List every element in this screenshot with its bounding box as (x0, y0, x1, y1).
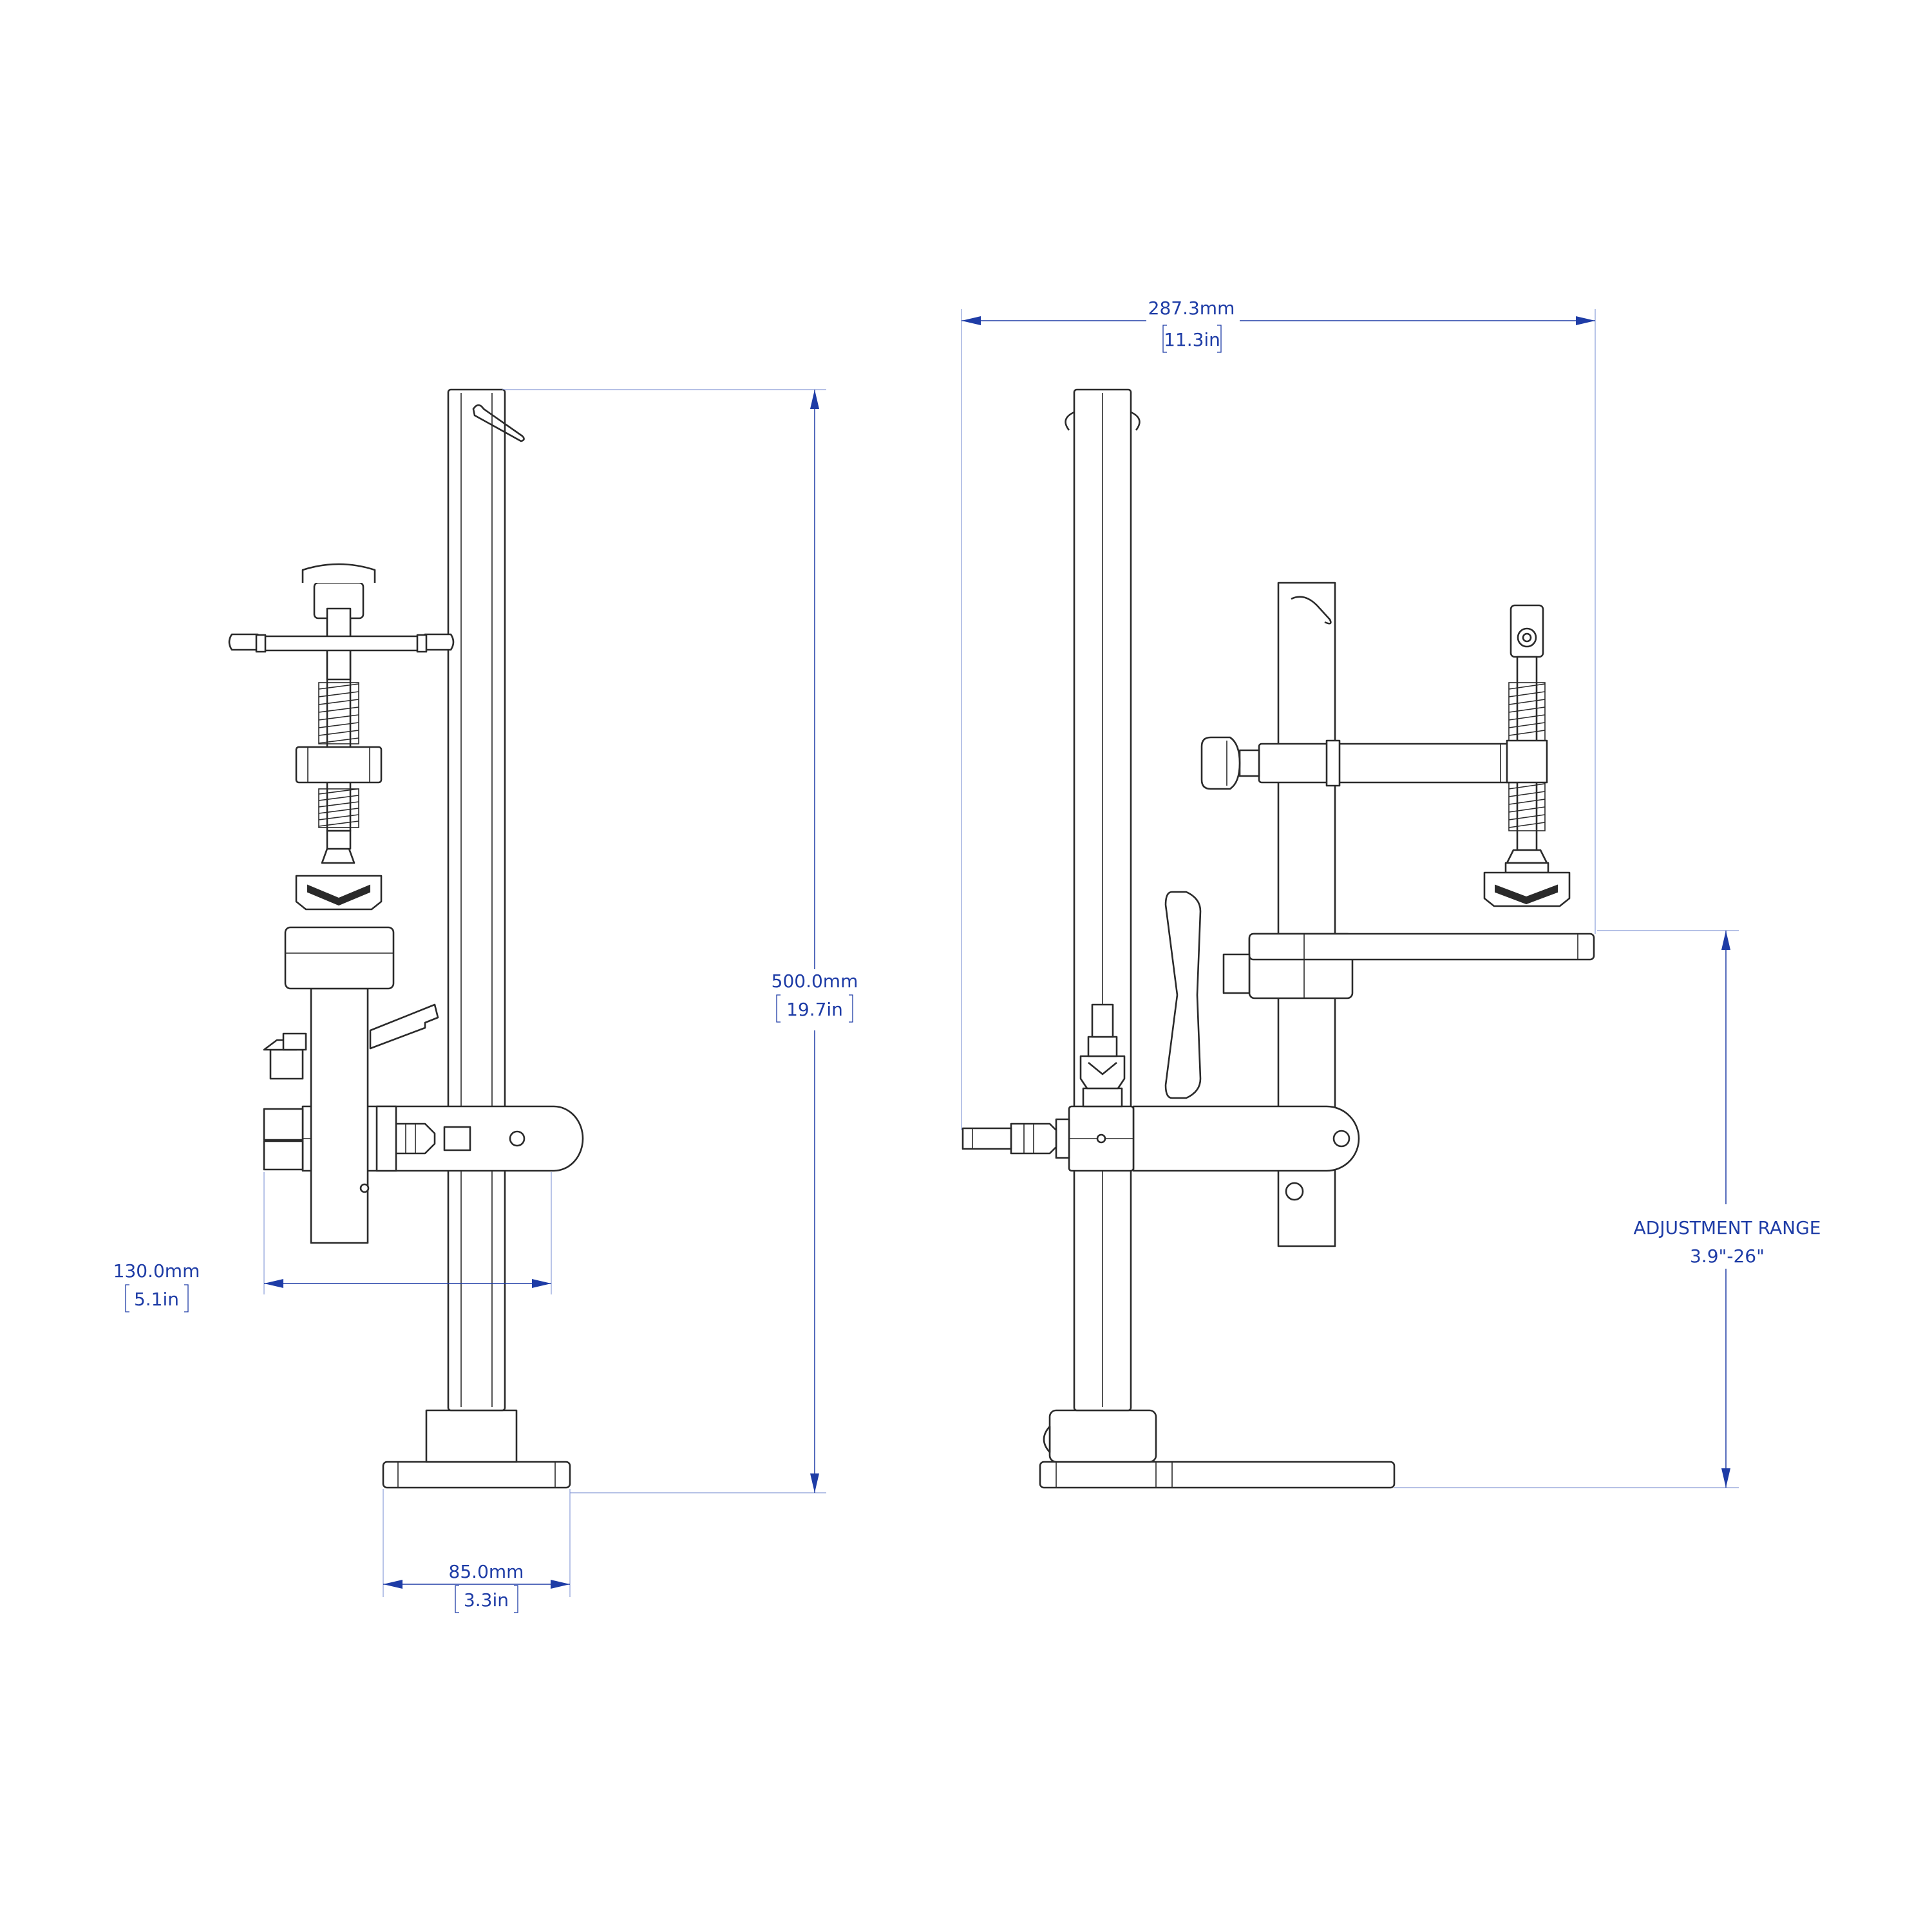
side-lower-knob-stem (961, 1127, 1012, 1150)
side-swivel-foot (1483, 871, 1571, 907)
side-column-pin (1291, 596, 1332, 625)
dim-base-width: 85.0mm 3.3in (383, 1489, 571, 1613)
front-top-pin (472, 404, 525, 442)
height-imperial: 19.7in (786, 999, 843, 1020)
front-middle-nut (295, 746, 383, 784)
side-screw-head (1510, 604, 1544, 658)
side-base-hub (1048, 1409, 1157, 1463)
front-cam (269, 1048, 304, 1080)
front-clamp-collar (375, 1105, 397, 1172)
front-base-hub (425, 1409, 518, 1463)
side-lower-spring (1508, 782, 1546, 831)
dimensions: 287.3mm 11.3in 500.0mm 19.7in 130.0mm 5. (113, 298, 1821, 1613)
front-clamp-hole (509, 1130, 526, 1147)
front-upper-spring (318, 682, 359, 744)
side-adjuster-base (1082, 1087, 1123, 1108)
side-bar-knob (1200, 736, 1241, 790)
side-base-plate (1039, 1461, 1396, 1489)
front-clamp-screw (443, 1126, 471, 1151)
front-base-plate (382, 1461, 571, 1489)
front-t-handle (228, 633, 455, 653)
adjustment-range-value: 3.9"-26" (1690, 1245, 1765, 1267)
front-swivel-foot (295, 875, 383, 911)
side-adjuster-nut (1079, 1055, 1126, 1090)
front-clamp-jaw-lower (263, 1140, 304, 1171)
side-bar-knob-stem (1238, 749, 1260, 777)
front-clamp-jaw-upper (263, 1108, 304, 1141)
side-view (961, 388, 1595, 1489)
front-lower-spring (318, 788, 359, 828)
side-clamp-bar (1258, 743, 1531, 784)
adjustment-range-label: ADJUSTMENT RANGE (1634, 1217, 1821, 1238)
side-foot-neck (1506, 849, 1548, 864)
base-width-imperial: 3.3in (464, 1589, 509, 1611)
side-t-knob (1164, 891, 1202, 1099)
front-t-handle-ring (301, 563, 376, 583)
arm-depth-metric: 130.0mm (113, 1260, 200, 1282)
overall-width-imperial: 11.3in (1164, 329, 1220, 350)
base-width-metric: 85.0mm (449, 1561, 524, 1582)
height-metric: 500.0mm (772, 971, 858, 992)
side-adjuster-stem (1091, 1003, 1114, 1038)
side-upper-arm (1248, 933, 1595, 961)
front-lever (369, 1003, 439, 1050)
dim-adjustment-range: ADJUSTMENT RANGE 3.9"-26" (1394, 930, 1821, 1488)
overall-width-metric: 287.3mm (1148, 298, 1235, 319)
front-main-column (447, 388, 506, 1412)
dim-arm-depth: 130.0mm 5.1in (113, 1172, 552, 1312)
arm-depth-imperial: 5.1in (134, 1289, 179, 1310)
dim-overall-width: 287.3mm 11.3in (961, 298, 1596, 1130)
front-foot-neck (321, 848, 355, 864)
side-lower-knob-base (1055, 1118, 1070, 1159)
side-lower-arm (1132, 1105, 1360, 1172)
side-upper-spring (1508, 682, 1546, 741)
side-column-hole (1285, 1182, 1304, 1201)
front-view (228, 388, 584, 1489)
front-clamp-knurl (392, 1122, 436, 1155)
front-upper-collar (284, 926, 395, 990)
side-upper-knob-base (1222, 953, 1251, 994)
front-screw-tube (310, 987, 369, 1244)
side-screw-nut (1506, 739, 1548, 784)
dim-height: 500.0mm 19.7in (502, 389, 858, 1493)
